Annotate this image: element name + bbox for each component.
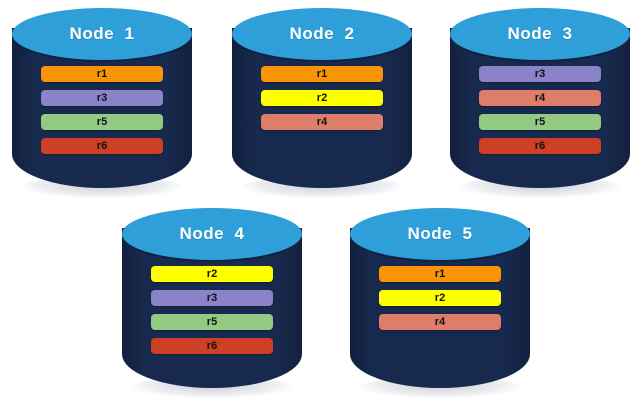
node-label: Node 1	[69, 24, 135, 43]
replica-list: r1 r3 r5 r6	[12, 60, 192, 154]
node-body	[12, 28, 192, 188]
replica-list: r3 r4 r5 r6	[450, 60, 630, 154]
replica-bar-r5[interactable]: r5	[479, 114, 601, 130]
replica-bar-r3[interactable]: r3	[151, 290, 273, 306]
replica-list: r1 r2 r4	[232, 60, 412, 130]
node-label: Node 3	[507, 24, 573, 43]
replica-bar-r3[interactable]: r3	[479, 66, 601, 82]
replica-bar-r6[interactable]: r6	[479, 138, 601, 154]
replica-bar-r1[interactable]: r1	[41, 66, 163, 82]
database-node-1[interactable]: Node 1 r1 r3 r5 r6	[12, 8, 192, 198]
replica-list: r1 r2 r4	[350, 260, 530, 330]
node-body	[350, 228, 530, 388]
replica-list: r2 r3 r5 r6	[122, 260, 302, 354]
database-node-4[interactable]: Node 4 r2 r3 r5 r6	[122, 208, 302, 398]
replica-bar-r6[interactable]: r6	[151, 338, 273, 354]
replica-bar-r6[interactable]: r6	[41, 138, 163, 154]
node-top-lid	[122, 208, 302, 260]
replica-bar-r2[interactable]: r2	[261, 90, 383, 106]
node-label: Node 5	[407, 224, 473, 243]
replica-bar-r5[interactable]: r5	[41, 114, 163, 130]
node-top-lid	[450, 8, 630, 60]
database-node-3[interactable]: Node 3 r3 r4 r5 r6	[450, 8, 630, 198]
replica-bar-r4[interactable]: r4	[261, 114, 383, 130]
replica-bar-r1[interactable]: r1	[261, 66, 383, 82]
replica-bar-r2[interactable]: r2	[379, 290, 501, 306]
replica-bar-r2[interactable]: r2	[151, 266, 273, 282]
database-node-2[interactable]: Node 2 r1 r2 r4	[232, 8, 412, 198]
replica-bar-r3[interactable]: r3	[41, 90, 163, 106]
node-label: Node 2	[289, 24, 355, 43]
node-top-lid	[232, 8, 412, 60]
replica-bar-r4[interactable]: r4	[379, 314, 501, 330]
replica-bar-r4[interactable]: r4	[479, 90, 601, 106]
database-node-5[interactable]: Node 5 r1 r2 r4	[350, 208, 530, 398]
replica-bar-r1[interactable]: r1	[379, 266, 501, 282]
node-top-lid	[12, 8, 192, 60]
node-top-lid	[350, 208, 530, 260]
replica-bar-r5[interactable]: r5	[151, 314, 273, 330]
node-label: Node 4	[179, 224, 245, 243]
